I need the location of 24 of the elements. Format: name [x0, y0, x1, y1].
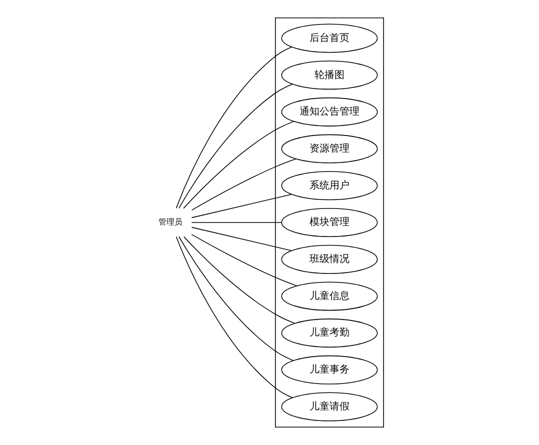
- node-ellipse: 班级情况: [281, 244, 378, 274]
- node-ellipse: 轮播图: [281, 60, 378, 90]
- connector: [176, 46, 292, 209]
- node-ellipse: 模块管理: [281, 208, 378, 237]
- node-ellipse: 儿童考勤: [281, 318, 378, 348]
- connector: [191, 194, 292, 218]
- connector: [178, 84, 294, 209]
- node-text: 管理员: [158, 217, 182, 226]
- node-ellipse: 后台首页: [281, 24, 378, 53]
- node-ellipse: 系统用户: [281, 171, 378, 200]
- node-ellipse: 儿童信息: [281, 282, 378, 311]
- node-ellipse: 儿童请假: [281, 392, 378, 422]
- connector: [176, 236, 293, 398]
- connector: [191, 234, 298, 286]
- node-ellipse: 资源管理: [281, 134, 378, 164]
- connector: [191, 222, 282, 223]
- node-ellipse: 儿童事务: [281, 355, 378, 384]
- connector: [178, 236, 294, 361]
- connector: [191, 226, 292, 252]
- connector: [191, 158, 296, 211]
- cluster: [274, 17, 384, 428]
- connector: [184, 236, 296, 324]
- connector: [183, 121, 294, 209]
- node-ellipse: 通知公告管理: [281, 97, 378, 126]
